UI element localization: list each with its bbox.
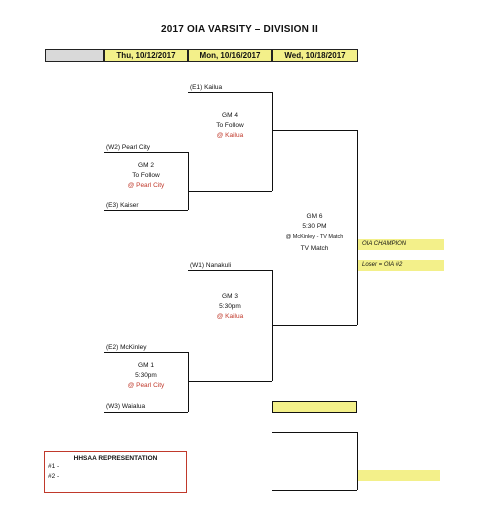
team-kailua: (E1) Kailua (190, 84, 223, 91)
team-kaiser: (E3) Kaiser (106, 202, 139, 209)
blank-result-box (358, 470, 440, 481)
game-4-info: GM 4 To Follow @ Kailua (188, 111, 272, 141)
loser-box: Loser = OIA #2 (358, 260, 444, 271)
game-6-note: TV Match (300, 245, 329, 252)
bracket-line (272, 490, 357, 491)
hhsaa-line-1: #1 - (48, 463, 60, 470)
bracket-line (188, 270, 272, 271)
team-pearl-city: (W2) Pearl City (106, 144, 151, 151)
game-2-name: GM 2 (138, 162, 154, 169)
game-3-time: 5:30pm (219, 303, 241, 310)
bracket-line (188, 352, 189, 412)
game-3-venue: @ Kailua (216, 313, 244, 320)
game-1-time: 5:30pm (135, 372, 157, 379)
team-nanakuli: (W1) Nanakuli (190, 262, 232, 269)
header-date-round3: Wed, 10/18/2017 (272, 49, 358, 62)
bracket-line (104, 352, 188, 353)
game-6-info: GM 6 5:30 PM @ McKinley - TV Match TV Ma… (272, 212, 357, 254)
header-blank-cell (45, 49, 104, 62)
game-4-venue: @ Kailua (216, 132, 244, 139)
bracket-line (188, 152, 189, 210)
game-2-time: To Follow (132, 172, 160, 179)
game-2-info: GM 2 To Follow @ Pearl City (104, 161, 188, 191)
game-1-info: GM 1 5:30pm @ Pearl City (104, 361, 188, 391)
game-2-venue: @ Pearl City (127, 182, 165, 189)
bracket-line (272, 325, 357, 326)
bracket-line (104, 152, 188, 153)
bracket-line (272, 130, 357, 131)
bracket-line (357, 432, 358, 490)
bracket-line (188, 381, 272, 382)
bracket-line (104, 210, 188, 211)
game-3-info: GM 3 5:30pm @ Kailua (188, 292, 272, 322)
game-4-time: To Follow (216, 122, 244, 129)
bracket-line (188, 191, 272, 192)
bracket-line (104, 412, 188, 413)
bracket-line (272, 432, 357, 433)
game-6-venue: @ McKinley - TV Match (285, 234, 344, 240)
bracket-line (188, 92, 272, 93)
game-3-name: GM 3 (222, 293, 238, 300)
hhsaa-line-2: #2 - (48, 473, 60, 480)
team-mckinley: (E2) McKinley (106, 344, 147, 351)
bracket-line (357, 130, 358, 325)
game-6-time: 5:30 PM (302, 223, 327, 230)
hhsaa-representation-box: HHSAA REPRESENTATION #1 - #2 - (44, 451, 187, 493)
hhsaa-title: HHSAA REPRESENTATION (73, 455, 158, 462)
game-1-name: GM 1 (138, 362, 154, 369)
bracket-line (272, 92, 273, 191)
page-title: 2017 OIA VARSITY – DIVISION II (161, 24, 318, 35)
game-6-name: GM 6 (306, 213, 323, 220)
blank-team-box (272, 401, 357, 413)
header-date-round2: Mon, 10/16/2017 (188, 49, 272, 62)
champion-box: OIA CHAMPION (358, 239, 444, 250)
game-1-venue: @ Pearl City (127, 382, 165, 389)
header-date-round1: Thu, 10/12/2017 (104, 49, 188, 62)
team-waialua: (W3) Waialua (106, 403, 146, 410)
game-4-name: GM 4 (222, 112, 238, 119)
